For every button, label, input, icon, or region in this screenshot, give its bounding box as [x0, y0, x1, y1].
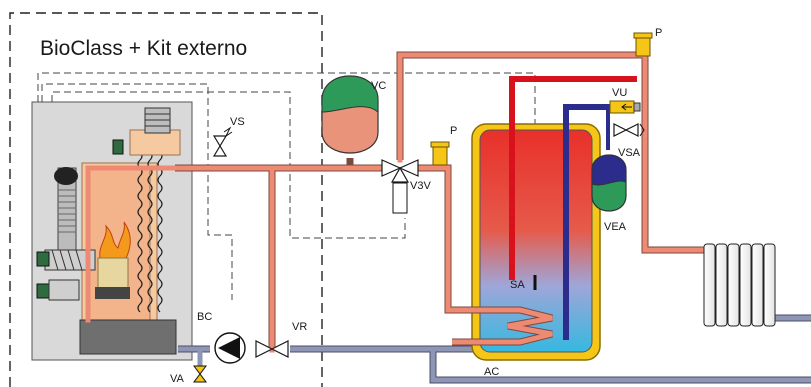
flame-icon [99, 221, 131, 259]
dhw-tank [452, 123, 601, 361]
control-wiring-1 [41, 83, 233, 300]
safety-valve-vs [212, 126, 233, 157]
label-v3v: V3V [410, 180, 431, 192]
label-p-top: P [655, 27, 662, 39]
label-va: VA [170, 373, 185, 385]
safety-valve-vsa [613, 123, 645, 137]
label-vc: VC [371, 80, 386, 92]
three-way-valve-v3v [381, 159, 419, 214]
label-ac: AC [484, 366, 499, 378]
purge-valve-top [633, 32, 653, 57]
label-sa: SA [510, 279, 525, 291]
bioclass-boiler [31, 101, 193, 361]
label-vsa: VSA [618, 147, 641, 159]
expansion-vessel-vea [591, 154, 627, 212]
label-vr: VR [292, 321, 307, 333]
label-vea: VEA [604, 221, 627, 233]
label-vu: VU [612, 87, 627, 99]
radiator [703, 243, 776, 327]
expansion-vessel-vc [321, 75, 379, 154]
label-vs: VS [230, 116, 245, 128]
circulation-pump-bc [214, 332, 246, 364]
label-p-mid: P [450, 125, 457, 137]
regulating-valve-vr [255, 340, 289, 358]
dhw-outlet-pipe [509, 76, 637, 280]
system-title: BioClass + Kit externo [40, 37, 247, 60]
kit-boundary [9, 12, 323, 387]
valve-vu [609, 100, 641, 114]
label-bc: BC [197, 311, 212, 323]
purge-valve-mid [430, 141, 450, 166]
drain-valve-va [193, 365, 207, 383]
